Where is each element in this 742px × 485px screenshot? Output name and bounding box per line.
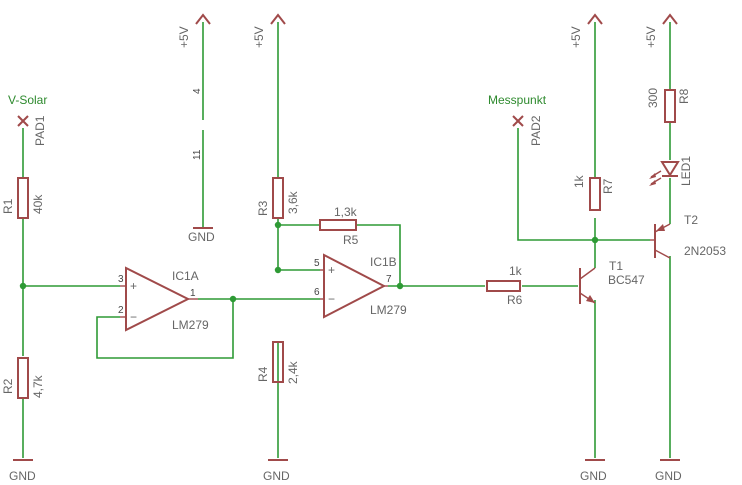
transistor-part: BC547	[608, 273, 645, 287]
resistor-name: R3	[256, 200, 270, 216]
opamp-minus-sign: −	[130, 310, 137, 324]
supply-label: +5V	[644, 26, 658, 48]
resistor-value: 1k	[509, 264, 523, 278]
pin-number: 2	[118, 305, 124, 316]
opamp-ic1a[interactable]: + − 3 2 1 IC1A LM279	[118, 266, 209, 332]
opamp-name: IC1A	[172, 269, 199, 283]
resistor-body	[664, 89, 676, 123]
supply-vcc-b[interactable]: +5V	[252, 13, 286, 48]
pad-name: PAD1	[33, 115, 47, 146]
pin-number: 1	[190, 288, 196, 299]
resistor-body	[17, 177, 29, 219]
light-arrow-icon	[649, 173, 656, 179]
pin-number: 6	[314, 287, 320, 298]
junction-dot	[19, 282, 27, 290]
supply-label: +5V	[177, 26, 191, 48]
junctions	[19, 221, 599, 303]
resistor-value: 2,4k	[286, 360, 300, 384]
resistor-name: R7	[601, 178, 615, 194]
pin-number: 5	[314, 258, 320, 269]
resistor-name: R5	[343, 233, 359, 247]
pad-name: PAD2	[529, 115, 543, 146]
opamp-part: LM279	[370, 303, 407, 317]
junction-dot	[274, 266, 282, 274]
ic-power-pin-gnd: 11	[192, 149, 203, 160]
ground-label: GND	[263, 469, 290, 483]
opamp-triangle	[323, 253, 387, 319]
resistor-value: 3,6k	[286, 190, 300, 214]
ground-label: GND	[188, 230, 215, 244]
junction-dot	[229, 295, 237, 303]
resistor-r6[interactable]: 1k R6	[486, 264, 523, 307]
supply-label: +5V	[252, 26, 266, 48]
resistor-value: 4,7k	[31, 374, 45, 398]
resistor-name: R1	[1, 198, 15, 214]
net-label-messpunkt: Messpunkt	[488, 93, 547, 107]
resistor-r8[interactable]: 300 R8	[646, 88, 691, 123]
transistor-part: 2N2053	[684, 244, 726, 258]
ground-label: GND	[655, 469, 682, 483]
opamp-ic1b[interactable]: + − 5 6 7 IC1B LM279	[314, 253, 407, 319]
supply-label: +5V	[569, 26, 583, 48]
supply-vcc-d[interactable]: +5V	[644, 13, 678, 48]
pad2[interactable]: Messpunkt PAD2	[488, 93, 547, 146]
ground-r4[interactable]: GND	[263, 459, 290, 483]
ground-label: GND	[9, 469, 36, 483]
transistor-name: T1	[609, 259, 623, 273]
transistor-name: T2	[684, 213, 698, 227]
resistor-body	[319, 219, 357, 231]
net-label-solar: V-Solar	[8, 93, 47, 107]
resistor-r7[interactable]: 1k R7	[572, 174, 615, 211]
pin-number: 7	[386, 274, 392, 285]
wires	[22, 22, 671, 458]
led-name: LED1	[679, 156, 693, 186]
resistor-name: R2	[1, 378, 15, 394]
ground-t2[interactable]: GND	[655, 459, 682, 483]
opamp-triangle	[125, 266, 191, 332]
ground-label: GND	[580, 469, 607, 483]
resistor-body	[589, 177, 601, 211]
light-arrow-icon	[649, 180, 656, 186]
resistor-name: R8	[677, 88, 691, 104]
resistor-r5[interactable]: 1,3k R5	[319, 205, 359, 247]
resistor-value: 1,3k	[334, 205, 358, 219]
resistor-r3[interactable]: R3 3,6k	[256, 177, 300, 219]
opamp-plus-sign: +	[328, 263, 335, 277]
resistor-name: R6	[507, 293, 523, 307]
transistor-t1[interactable]: T1 BC547	[579, 259, 645, 304]
junction-dot	[274, 221, 282, 229]
ground-r2[interactable]: GND	[9, 459, 36, 483]
emitter-arrow-icon	[586, 295, 595, 303]
resistor-body	[272, 341, 284, 383]
resistor-r2[interactable]: R2 4,7k	[1, 357, 45, 399]
emitter-arrow-icon	[656, 224, 665, 231]
transistor-t2[interactable]: T2 2N2053	[650, 213, 726, 259]
opamp-minus-sign: −	[328, 292, 335, 306]
resistor-body	[486, 280, 521, 292]
pin-number: 3	[118, 274, 124, 285]
supply-vcc-c[interactable]: +5V	[569, 13, 603, 48]
resistor-r1[interactable]: R1 40k	[1, 177, 45, 219]
resistor-value: 300	[646, 88, 660, 108]
opamp-part: LM279	[172, 318, 209, 332]
led-diode-icon	[660, 161, 680, 177]
pad1[interactable]: V-Solar PAD1	[8, 93, 47, 146]
opamp-name: IC1B	[370, 255, 397, 269]
junction-dot	[396, 282, 404, 290]
ground-t1[interactable]: GND	[580, 459, 607, 483]
opamp-plus-sign: +	[130, 279, 137, 293]
ground-ic-power[interactable]: GND	[188, 227, 215, 244]
supply-vcc-a[interactable]: +5V	[177, 13, 211, 48]
resistor-name: R4	[256, 366, 270, 382]
resistor-body	[272, 177, 284, 219]
ic-power-pin-vcc: 4	[192, 88, 203, 94]
resistor-body	[17, 357, 29, 399]
led1[interactable]: LED1	[649, 156, 693, 186]
resistor-r4[interactable]: R4 2,4k	[256, 341, 300, 384]
resistor-value: 40k	[31, 194, 45, 214]
resistor-value: 1k	[572, 174, 586, 188]
junction-dot	[591, 236, 599, 244]
